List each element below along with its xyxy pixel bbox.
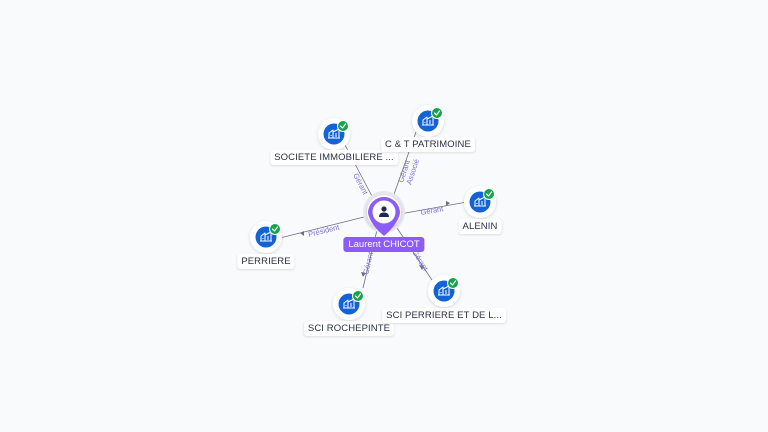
- company-node-rochepinte[interactable]: [333, 288, 365, 320]
- edge-label-societe: Gérant: [351, 172, 370, 197]
- company-label-sciperriere[interactable]: SCI PERRIERE ET DE L...: [382, 308, 506, 323]
- edge-perriere: [279, 215, 369, 239]
- check-badge-icon: [431, 107, 443, 119]
- center-node-label: Laurent CHICOT: [343, 237, 425, 252]
- building-icon: [438, 285, 450, 296]
- company-node-alenin[interactable]: [464, 186, 496, 218]
- company-node-perriere[interactable]: [250, 221, 282, 253]
- check-badge-icon: [483, 188, 495, 200]
- company-node-sciperriere[interactable]: [428, 275, 460, 307]
- check-badge-icon: [269, 223, 281, 235]
- company-node-societe[interactable]: [318, 118, 350, 150]
- edge-label-alenin: Gérant: [420, 204, 445, 217]
- company-label-alenin[interactable]: ALENIN: [458, 219, 502, 234]
- edge-alenin: [399, 201, 468, 215]
- edge-label-sciperriere: Gérant: [410, 248, 430, 273]
- arrow-perriere: [300, 231, 304, 236]
- building-icon: [422, 115, 434, 126]
- company-nodes: [250, 105, 496, 320]
- edge-sciperriere: [396, 227, 433, 281]
- edge-label-perriere: Président: [307, 222, 341, 239]
- company-label-rochepinte[interactable]: SCI ROCHEPINTE: [303, 321, 395, 336]
- person-icon: [379, 206, 389, 217]
- arrow-sciperriere: [419, 265, 424, 270]
- center-node[interactable]: [363, 191, 405, 236]
- company-label-perriere[interactable]: PERRIERE: [237, 254, 295, 269]
- edge-label-rochepinte: Gérant: [361, 250, 375, 275]
- check-badge-icon: [352, 290, 364, 302]
- arrow-rochepinte: [361, 272, 366, 277]
- arrow-alenin: [446, 201, 450, 206]
- company-label-societe[interactable]: SOCIETE IMMOBILIERE ...: [270, 150, 398, 165]
- company-label-ct[interactable]: C & T PATRIMOINE: [381, 137, 475, 152]
- edge-arrows: [300, 201, 450, 277]
- check-badge-icon: [447, 277, 459, 289]
- company-node-ct[interactable]: [412, 105, 444, 137]
- check-badge-icon: [337, 120, 349, 132]
